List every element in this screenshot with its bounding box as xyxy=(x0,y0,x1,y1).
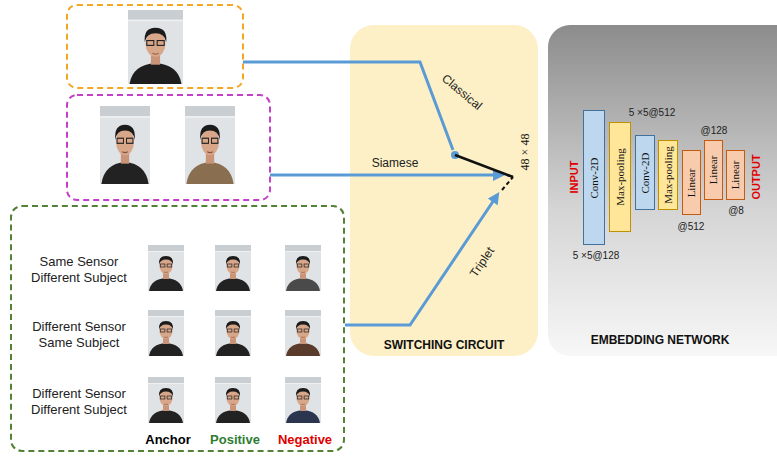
layer-dimension: @128 xyxy=(701,125,728,136)
layer-name: Conv-2D xyxy=(588,157,600,198)
layer-dimension: 5 ×5@512 xyxy=(629,107,676,118)
conv-layer: Conv-2D xyxy=(635,135,655,210)
conv-layer: Conv-2D xyxy=(583,110,605,245)
group-label: Negative xyxy=(278,432,332,447)
linear-layer: Linear xyxy=(726,150,745,200)
input-size: 48 × 48 xyxy=(518,134,533,171)
layer-dimension: 5 ×5@128 xyxy=(573,250,620,261)
group-label: Same Sensor Different Subject xyxy=(20,254,138,285)
face-photos xyxy=(100,10,321,423)
linear-layer: Linear xyxy=(704,140,723,200)
input-groups xyxy=(67,5,270,200)
group-label: Positive xyxy=(210,432,260,447)
pooling-layer: Max-pooling xyxy=(609,122,631,232)
group-label: Different Sensor Different Subject xyxy=(20,386,138,417)
panel-grounds xyxy=(350,25,777,356)
group-label: Different Sensor Same Subject xyxy=(20,319,138,350)
network-panel: EMBEDDING NETWORK Conv-2D Max-pooling Conv-… xyxy=(548,25,777,356)
classical-group xyxy=(67,5,243,88)
layer-name: Conv-2D xyxy=(639,152,651,193)
linear-layer: Linear xyxy=(682,150,701,215)
layer-dimension: @8 xyxy=(728,205,744,216)
layer-name: Linear xyxy=(686,168,698,197)
switch-ground xyxy=(350,25,538,356)
layer-name: Linear xyxy=(708,156,720,185)
siamese-wire xyxy=(270,174,499,177)
sample-group: Same Sensor Different SubjectDifferent S… xyxy=(10,205,345,452)
switch-wires xyxy=(243,62,499,325)
group-label: Anchor xyxy=(145,432,191,447)
layer-name: Max-pooling xyxy=(662,146,674,203)
layer-name: Linear xyxy=(730,161,742,190)
switch-lever xyxy=(455,155,513,177)
mode-label: Siamese xyxy=(372,156,419,170)
network-ground xyxy=(548,25,777,356)
pooling-layer: Max-pooling xyxy=(658,140,678,210)
switch-open-contact xyxy=(502,177,513,190)
panel-title: SWITCHING CIRCUIT xyxy=(384,338,505,352)
io-label: INPUT xyxy=(568,161,580,194)
io-label: OUTPUT xyxy=(750,154,762,199)
switch-open-contact xyxy=(507,175,513,177)
layer-name: Max-pooling xyxy=(614,148,626,205)
layer-dimension: @512 xyxy=(678,221,705,232)
siamese-group xyxy=(67,95,270,200)
classical-wire xyxy=(243,62,453,150)
panel-title: EMBEDDING NETWORK xyxy=(591,333,730,347)
